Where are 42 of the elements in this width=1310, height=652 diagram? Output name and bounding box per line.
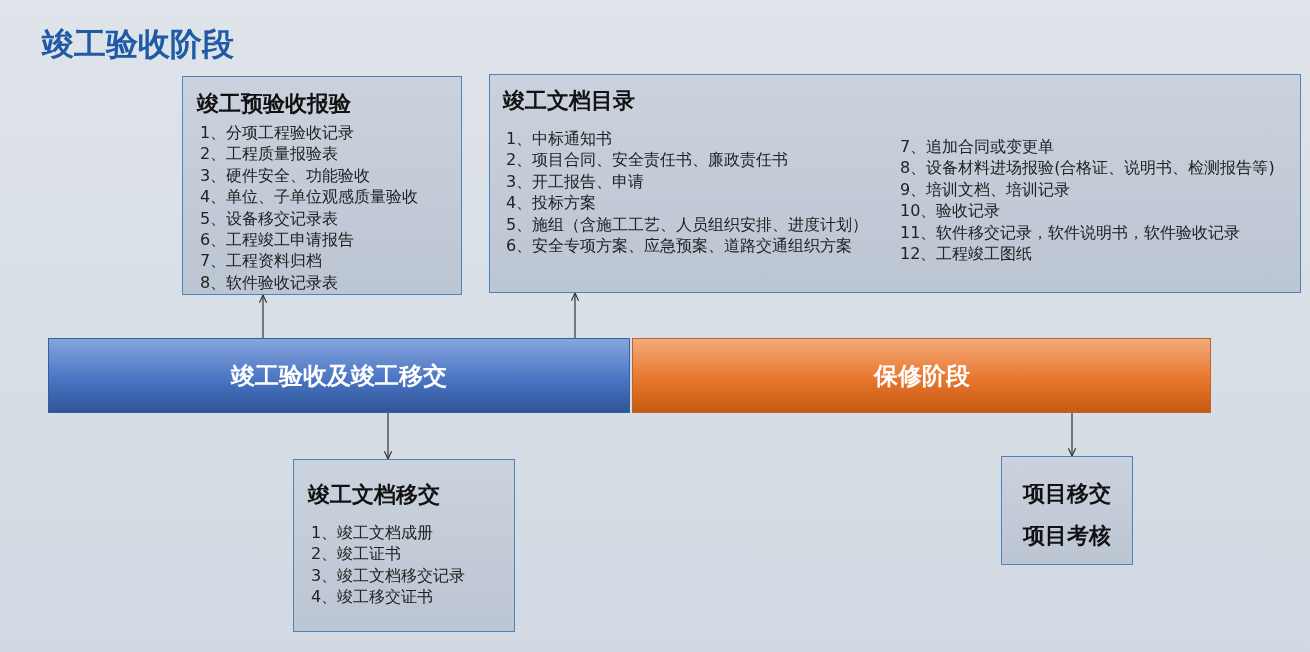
- arrow: [383, 412, 393, 460]
- list-item: 11、软件移交记录，软件说明书，软件验收记录: [900, 221, 1241, 243]
- arrow: [570, 292, 580, 339]
- list-item: 1、中标通知书: [506, 128, 613, 150]
- list-item: 6、安全专项方案、应急预案、道路交通组织方案: [506, 235, 853, 257]
- list-item: 2、竣工证书: [311, 543, 402, 565]
- list-item: 2、项目合同、安全责任书、廉政责任书: [506, 149, 789, 171]
- heading: 竣工文档目录: [503, 87, 635, 115]
- list-item: 7、追加合同或变更单: [900, 136, 1055, 158]
- list-item: 3、开工报告、申请: [506, 170, 645, 193]
- list-item: 2、工程质量报验表: [200, 143, 339, 165]
- arrow: [258, 294, 268, 339]
- list-item: 4、竣工移交证书: [311, 586, 434, 608]
- arrow: [1067, 412, 1077, 457]
- list-item: 1、分项工程验收记录: [200, 122, 355, 144]
- bar-label: 竣工验收及竣工移交: [231, 360, 447, 392]
- list-item: 4、投标方案: [506, 192, 597, 214]
- label: 项目考核: [1021, 522, 1112, 550]
- list-item: 6、工程竣工申请报告: [200, 229, 355, 251]
- text-box: [293, 459, 515, 632]
- list-item: 12、工程竣工图纸: [900, 243, 1033, 265]
- heading: 竣工文档移交: [308, 481, 440, 509]
- phase-bar: [48, 338, 630, 413]
- list-item: 3、竣工文档移交记录: [311, 564, 466, 587]
- list-item: 7、工程资料归档: [200, 250, 323, 272]
- list-item: 1、竣工文档成册: [311, 522, 434, 544]
- list-item: 5、施组（含施工工艺、人员组织安排、进度计划）: [506, 213, 869, 235]
- text-box: [489, 74, 1301, 293]
- phase-bar: [632, 338, 1211, 413]
- list-item: 10、验收记录: [900, 200, 1001, 222]
- text-box: [182, 76, 462, 295]
- text-box: [1001, 456, 1133, 565]
- bar-label: 保修阶段: [873, 360, 970, 392]
- list-item: 5、设备移交记录表: [200, 207, 339, 229]
- list-item: 3、硬件安全、功能验收: [200, 164, 371, 187]
- list-item: 8、软件验收记录表: [200, 271, 339, 294]
- label: 项目移交: [1021, 480, 1112, 508]
- list-item: 9、培训文档、培训记录: [900, 178, 1071, 201]
- heading: 竣工预验收报验: [197, 90, 351, 118]
- list-item: 4、单位、子单位观感质量验收: [200, 186, 419, 208]
- title: 竣工验收阶段: [42, 24, 234, 64]
- list-item: 8、设备材料进场报验(合格证、说明书、检测报告等): [900, 157, 1275, 179]
